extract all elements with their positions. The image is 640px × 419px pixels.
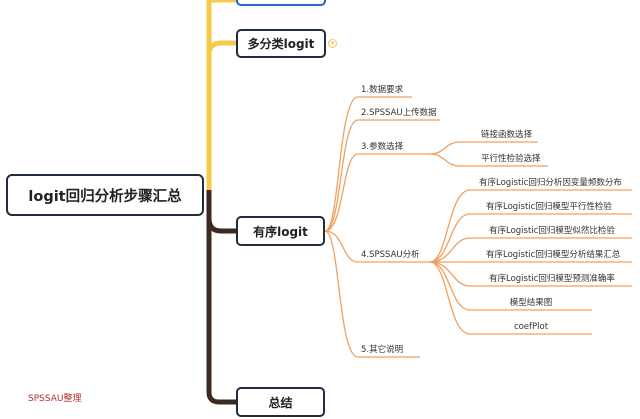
- root-node[interactable]: logit回归分析步骤汇总: [6, 174, 204, 216]
- link-step-3: [324, 153, 430, 232]
- node-ordered-logit[interactable]: 有序logit: [236, 216, 325, 246]
- link-step-4: [324, 230, 430, 263]
- top-partial-node[interactable]: [236, 0, 326, 6]
- link-analysis-3: [429, 237, 632, 263]
- link-step-5: [324, 230, 420, 358]
- link-analysis-6: [429, 261, 592, 311]
- analysis-item[interactable]: 模型结果图: [509, 298, 553, 308]
- trunk-dark: [206, 190, 236, 405]
- param-option-item[interactable]: 平行性检验选择: [481, 154, 541, 164]
- link-param-1: [429, 141, 538, 155]
- node-summary-label: 总结: [268, 395, 293, 410]
- node-summary[interactable]: 总结: [236, 387, 325, 417]
- analysis-item[interactable]: 有序Logistic回归模型似然比检验: [489, 226, 615, 236]
- link-analysis-1: [429, 189, 632, 263]
- watermark-label: SPSSAU整理: [28, 394, 82, 404]
- node-multiclass-logit-label: 多分类logit: [247, 37, 315, 51]
- step-item[interactable]: 2.SPSSAU上传数据: [361, 108, 437, 118]
- root-node-label: logit回归分析步骤汇总: [28, 188, 182, 205]
- param-option-item[interactable]: 链接函数选择: [481, 130, 533, 140]
- expand-badge-icon[interactable]: +: [328, 39, 337, 48]
- step-item[interactable]: 1.数据要求: [361, 85, 404, 95]
- step-item[interactable]: 4.SPSSAU分析: [361, 250, 420, 260]
- analysis-item[interactable]: 有序Logistic回归分析因变量频数分布: [479, 178, 622, 188]
- link-analysis-7: [429, 261, 592, 335]
- step-item[interactable]: 5.其它说明: [361, 345, 404, 355]
- analysis-item[interactable]: 有序Logistic回归模型预测准确率: [489, 274, 615, 284]
- analysis-item[interactable]: coefPlot: [513, 322, 549, 332]
- branch-ordered: [206, 217, 236, 234]
- branch-multiclass: [206, 40, 236, 56]
- link-analysis-2: [429, 213, 632, 263]
- link-analysis-5: [429, 261, 632, 287]
- node-ordered-logit-label: 有序logit: [253, 224, 308, 239]
- link-step-1: [324, 96, 412, 232]
- analysis-item[interactable]: 有序Logistic回归模型分析结果汇总: [486, 250, 621, 260]
- step-item[interactable]: 3.参数选择: [361, 142, 404, 152]
- analysis-item[interactable]: 有序Logistic回归模型平行性检验: [486, 202, 612, 212]
- link-param-2: [429, 153, 548, 167]
- node-multiclass-logit[interactable]: 多分类logit: [236, 29, 326, 58]
- link-step-2: [324, 119, 440, 232]
